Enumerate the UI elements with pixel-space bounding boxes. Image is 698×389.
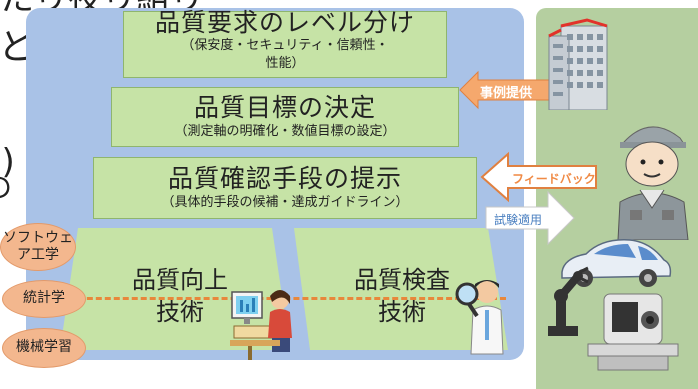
ellipse-label: 機械学習 [16,339,72,356]
layer-subtitle-line2: 性能） [265,55,305,71]
ellipse-software-engineering: ソフトウェ ア工学 [0,223,76,271]
ellipse-statistics: 統計学 [2,280,86,318]
worker-icon [617,126,689,240]
ellipse-label: 統計学 [23,290,65,307]
robot-arm-icon [548,266,589,336]
layer-subtitle: （測定軸の明確化・数値目標の設定） [174,123,396,139]
ellipse-label-line1: ソフトウェ [3,229,73,246]
layer-title: 品質確認手段の提示 [167,163,402,193]
person-at-computer-icon [230,290,292,360]
building-icon [548,18,608,110]
quality-improvement-line1: 品質向上 [132,266,228,294]
quality-improvement-label: 品質向上 技術 [110,264,250,329]
test-application-arrow [485,190,575,246]
test-application-label: 試験適用 [494,213,543,227]
quality-inspection-line2: 技術 [378,298,426,327]
scientist-magnifier-icon [455,280,504,355]
quality-inspection-line1: 品質検査 [354,266,450,294]
layer-quality-target: 品質目標の決定 （測定軸の明確化・数値目標の設定） [111,87,459,147]
quality-inspection-block [294,228,508,350]
ellipse-label-line2: ア工学 [17,247,59,263]
layer-subtitle: （保安度・セキュリティ・信頼性・ [181,38,389,54]
case-provision-label: 事例提供 [480,86,533,101]
left-text-line4: の [0,174,12,202]
left-text-line3: l) [0,142,15,182]
quality-improvement-block [60,228,290,350]
quality-improvement-line2: 技術 [156,298,204,327]
feedback-label: フィードバック [512,172,596,186]
layer-title: 品質目標の決定 [193,92,376,122]
layer-quality-confirmation-means: 品質確認手段の提示 （具体的手段の候補・達成ガイドライン） [93,157,477,219]
inspection-machine-icon [587,293,679,371]
layer-title: 品質要求のレベル分け [154,7,415,37]
layer-quality-requirement-levels: 品質要求のレベル分け （保安度・セキュリティ・信頼性・ 性能） [123,7,447,78]
feedback-arrow [480,151,597,203]
car-icon [561,239,672,287]
quality-inspection-label: 品質検査 技術 [332,264,472,329]
ellipse-machine-learning: 機械学習 [2,328,86,368]
layer-subtitle: （具体的手段の候補・達成ガイドライン） [161,194,409,210]
